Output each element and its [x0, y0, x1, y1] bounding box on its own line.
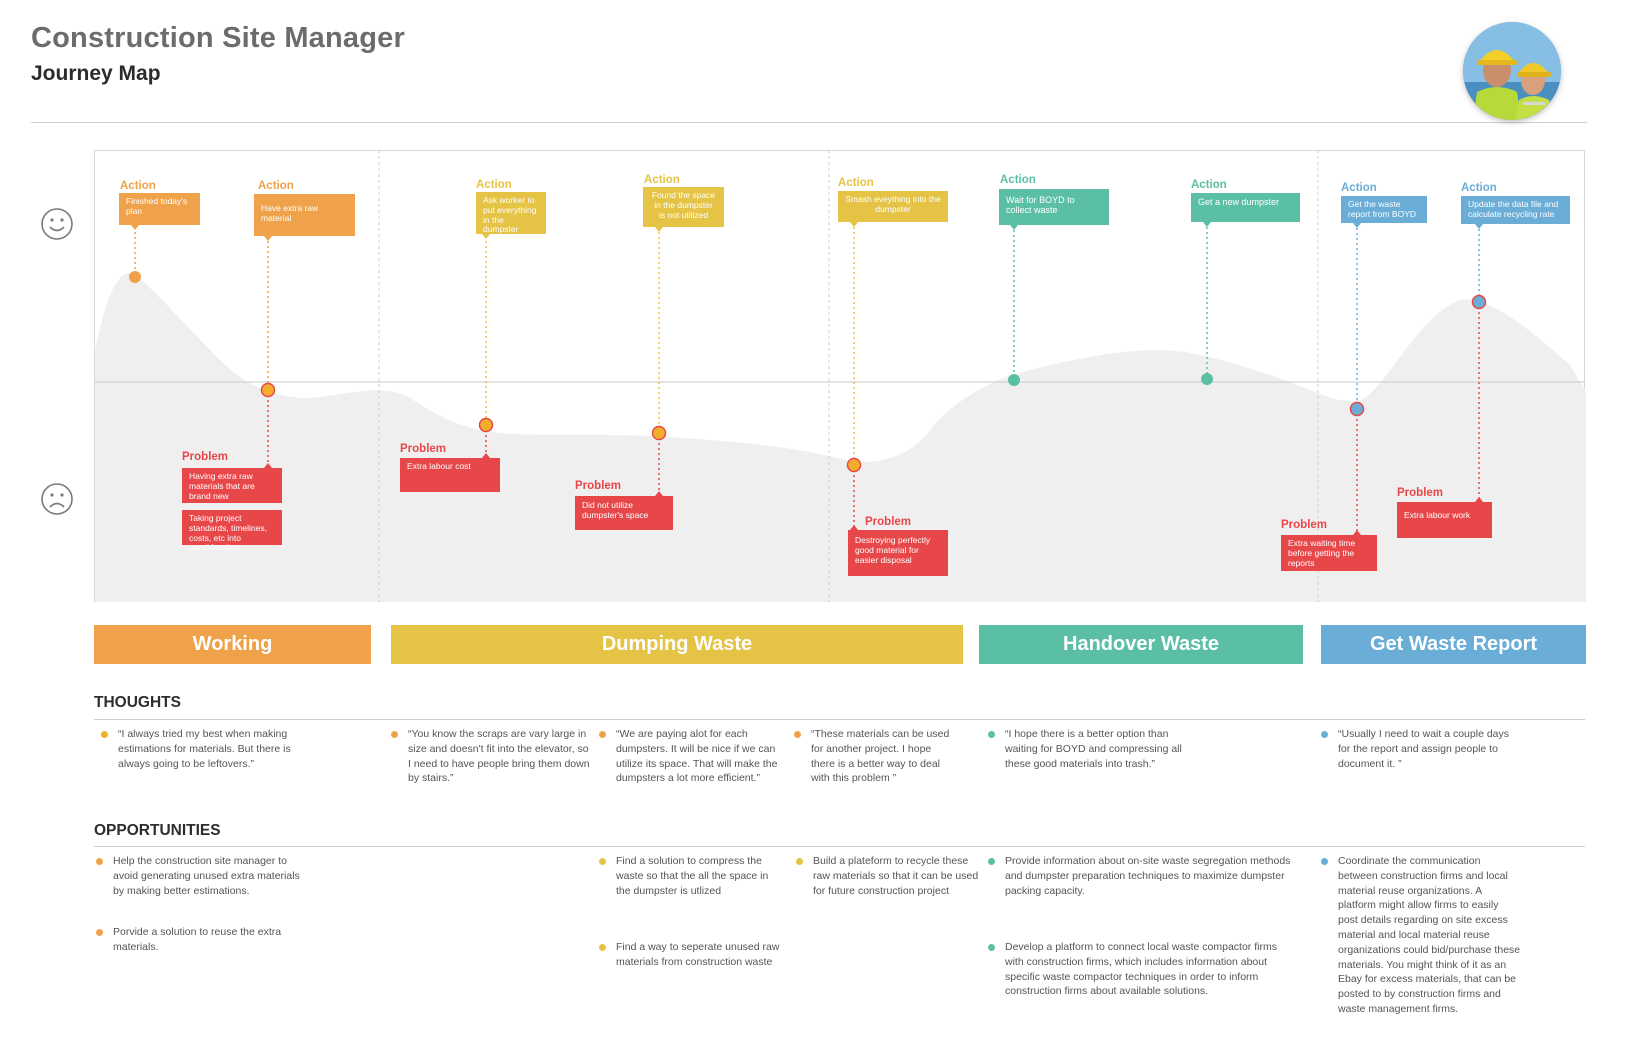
- action-label: Action: [1461, 182, 1497, 194]
- bullet-dot: [988, 944, 995, 951]
- thoughts-divider: [94, 719, 1585, 720]
- thoughts-heading: THOUGHTS: [94, 694, 181, 711]
- action-card: Update the data file and calculate recyc…: [1461, 196, 1570, 229]
- opportunity-item: Find a way to seperate unused raw materi…: [599, 940, 789, 970]
- thought-item: “We are paying alot for each dumpsters. …: [599, 727, 789, 786]
- action-label: Action: [838, 177, 874, 189]
- opportunity-item: Develop a platform to connect local wast…: [988, 940, 1293, 999]
- action-label: Action: [258, 180, 294, 192]
- problem-card: Having extra raw materials that are bran…: [182, 463, 282, 503]
- problem-label: Problem: [1397, 487, 1444, 499]
- bullet-dot: [96, 929, 103, 936]
- problem-card: Taking project standards, timelines, cos…: [182, 510, 282, 552]
- thought-item: “You know the scraps are vary large in s…: [391, 727, 591, 786]
- thought-item: “These materials can be used for another…: [794, 727, 956, 786]
- emotion-point: [478, 417, 494, 433]
- emotion-area: [95, 273, 1586, 602]
- stage-handover-waste: Handover Waste: [979, 625, 1303, 664]
- action-label: Action: [476, 179, 512, 191]
- thought-item: “I hope there is a better option than wa…: [988, 727, 1188, 771]
- action-card: Get a new dumpster: [1191, 193, 1300, 227]
- stage-get-waste-report: Get Waste Report: [1321, 625, 1586, 664]
- action-card: Have extra raw material: [254, 194, 355, 241]
- opportunities-divider: [94, 846, 1585, 847]
- action-card: Wait for BOYD to collect waste: [999, 189, 1109, 230]
- bullet-dot: [988, 731, 995, 738]
- problem-card: Destroying perfectly good material for e…: [848, 525, 948, 576]
- emotion-point: [260, 382, 276, 398]
- emotion-point: [1201, 373, 1213, 385]
- emotion-point: [1349, 401, 1365, 417]
- problem-label: Problem: [182, 451, 229, 463]
- opportunity-item: Help the construction site manager to av…: [96, 854, 306, 898]
- bullet-dot: [391, 731, 398, 738]
- opportunity-item: Coordinate the communication between con…: [1321, 854, 1521, 1017]
- problem-label: Problem: [865, 516, 912, 528]
- opportunity-item: Provide information about on-site waste …: [988, 854, 1293, 898]
- problem-label: Problem: [575, 480, 622, 492]
- problem-card: Extra labour work: [1397, 497, 1492, 538]
- thought-item: “I always tried my best when making esti…: [101, 727, 311, 771]
- problem-label: Problem: [400, 443, 447, 455]
- bullet-dot: [988, 858, 995, 865]
- thought-item: “Usually I need to wait a couple days fo…: [1321, 727, 1521, 771]
- action-label: Action: [1341, 182, 1377, 194]
- emotion-point: [1008, 374, 1020, 386]
- emotion-point: [846, 457, 862, 473]
- problem-label: Problem: [1281, 519, 1328, 531]
- bullet-dot: [794, 731, 801, 738]
- problem-card: Extra waiting time before getting the re…: [1281, 530, 1377, 571]
- action-card: Found the space in the dumpster is not u…: [643, 187, 724, 232]
- problem-card: Did not utilize dumpster's space: [575, 491, 673, 530]
- opportunity-item: Porvide a solution to reuse the extra ma…: [96, 925, 306, 955]
- action-label: Action: [644, 174, 680, 186]
- bullet-dot: [1321, 731, 1328, 738]
- stage-dumping-waste: Dumping Waste: [391, 625, 963, 664]
- action-label: Action: [1191, 179, 1227, 191]
- page-title: Construction Site Manager: [31, 22, 405, 54]
- stage-working: Working: [94, 625, 371, 664]
- bullet-dot: [796, 858, 803, 865]
- emotion-curve-layer: [95, 150, 1586, 602]
- happy-face-icon: [41, 208, 73, 240]
- bullet-dot: [599, 944, 606, 951]
- opportunity-item: Find a solution to compress the waste so…: [599, 854, 779, 898]
- header-divider: [31, 122, 1587, 123]
- action-card: Get the waste report from BOYD: [1341, 196, 1427, 228]
- action-label: Action: [120, 180, 156, 192]
- bullet-dot: [1321, 858, 1328, 865]
- bullet-dot: [599, 858, 606, 865]
- bullet-dot: [599, 731, 606, 738]
- action-card: Finished today's plan: [119, 193, 200, 230]
- emotion-point: [1471, 294, 1487, 310]
- page-subtitle: Journey Map: [31, 62, 161, 85]
- bullet-dot: [101, 731, 108, 738]
- action-label: Action: [1000, 174, 1036, 186]
- action-card: Ask worker to put everything in the dump…: [476, 192, 546, 239]
- sad-face-icon: [41, 483, 73, 515]
- problem-card: Extra labour cost: [400, 453, 500, 492]
- emotion-point: [651, 425, 667, 441]
- action-card: Smash eveything into the dumpster: [838, 191, 948, 227]
- opportunities-heading: OPPORTUNITIES: [94, 822, 221, 839]
- opportunity-item: Build a plateform to recycle these raw m…: [796, 854, 986, 898]
- emotion-point: [129, 271, 141, 283]
- bullet-dot: [96, 858, 103, 865]
